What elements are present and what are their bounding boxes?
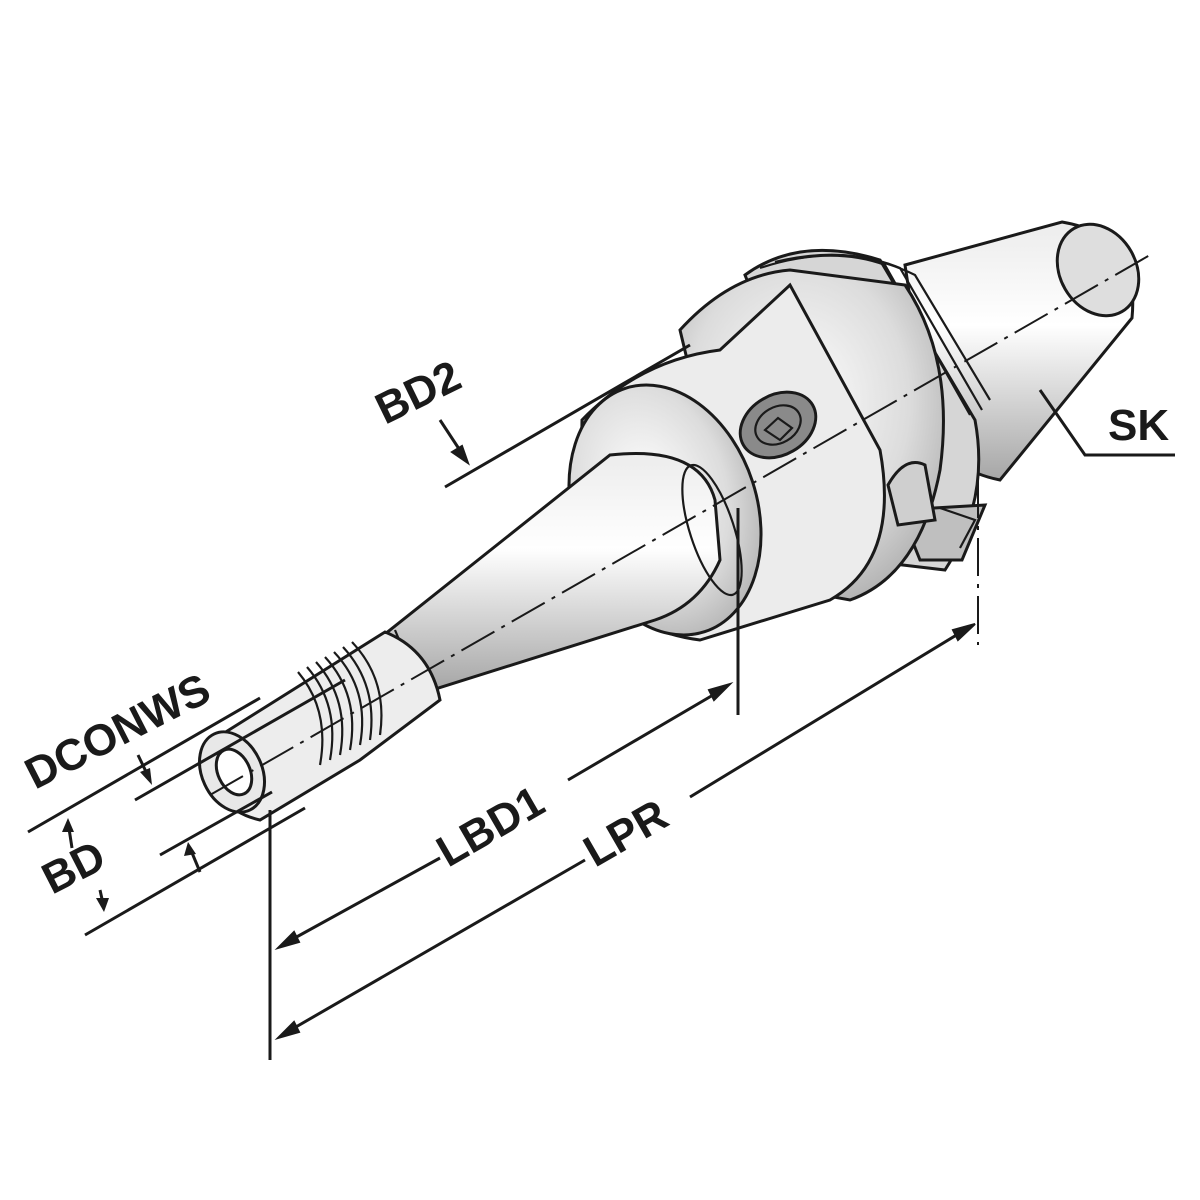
label-lpr: LPR: [576, 790, 677, 876]
label-lbd1: LBD1: [429, 777, 553, 877]
label-bd2: BD2: [368, 351, 469, 434]
thread-grooves: [297, 641, 383, 766]
tool-holder: [198, 220, 1151, 822]
dimension-lines: [27, 343, 1175, 1060]
center-axis: [209, 254, 1151, 796]
label-sk: SK: [1108, 401, 1169, 450]
collet-nose: [198, 630, 442, 822]
clamp-screw-icon: [738, 390, 818, 460]
tapered-shank: [377, 451, 743, 692]
